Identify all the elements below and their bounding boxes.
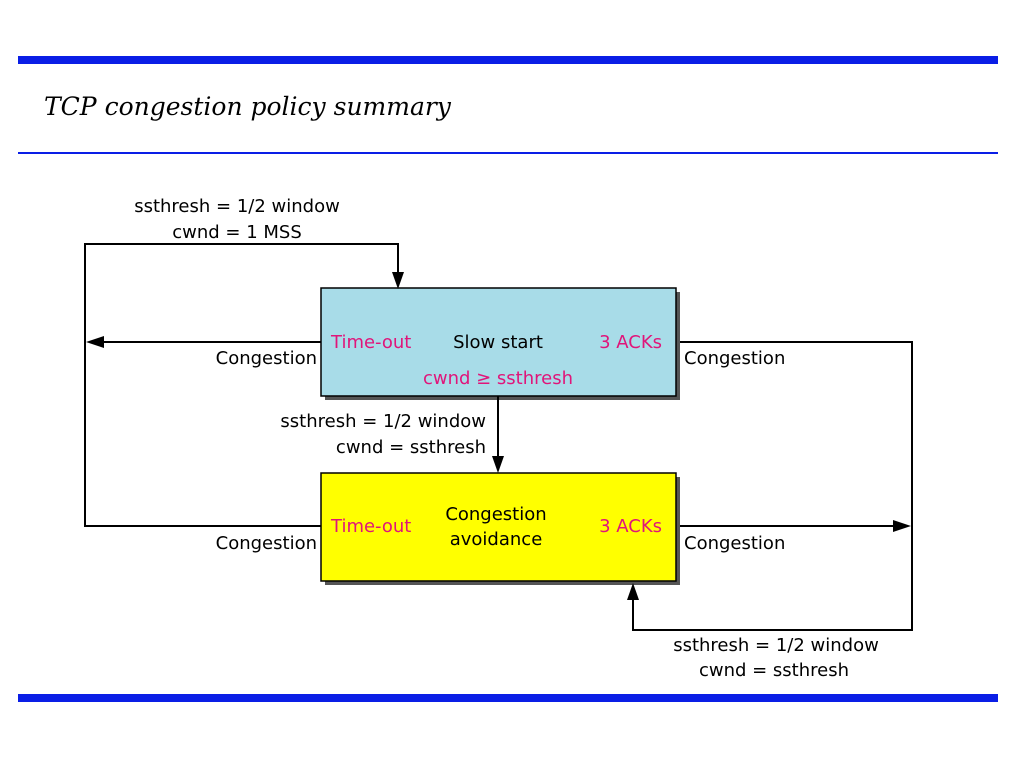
- slow-start-acks-label: 3 ACKs: [599, 332, 662, 353]
- congestion-avoidance-box: [320, 472, 677, 582]
- timeout-reset-line2: cwnd = 1 MSS: [172, 222, 302, 243]
- timeout-reset-line1: ssthresh = 1/2 window: [134, 196, 340, 217]
- slow-start-name: Slow start: [453, 332, 543, 353]
- to-avoidance-line2: cwnd = ssthresh: [336, 437, 486, 458]
- timeout-loop-arrowhead: [392, 272, 404, 289]
- avoidance-right-congestion: Congestion: [684, 533, 785, 554]
- slow-start-box: [320, 287, 677, 397]
- avoidance-acks-arrowhead: [893, 520, 911, 532]
- to-avoidance-line1: ssthresh = 1/2 window: [280, 411, 486, 432]
- slow-start-timeout-arrowhead: [86, 336, 104, 348]
- avoidance-acks-label: 3 ACKs: [599, 516, 662, 537]
- slow-start-right-congestion: Congestion: [684, 348, 785, 369]
- timeout-loop-line: [84, 243, 399, 527]
- slow-start-left-congestion: Congestion: [216, 348, 317, 369]
- avoidance-name-line1: Congestion: [445, 504, 546, 525]
- top-rule: [18, 56, 998, 64]
- slow-start-timeout-label: Time-out: [330, 332, 411, 353]
- title-underline: [18, 152, 998, 154]
- to-avoidance-arrowhead: [492, 456, 504, 473]
- avoidance-name-line2: avoidance: [450, 529, 543, 550]
- acks-reset-line2: cwnd = ssthresh: [699, 660, 849, 681]
- avoidance-timeout-label: Time-out: [330, 516, 411, 537]
- acks-loop-line: [632, 341, 913, 631]
- slow-start-condition: cwnd ≥ ssthresh: [423, 368, 573, 389]
- slide-title: TCP congestion policy summary: [44, 92, 451, 121]
- acks-reset-line1: ssthresh = 1/2 window: [673, 635, 879, 656]
- acks-loop-arrowhead: [627, 583, 639, 600]
- avoidance-left-congestion: Congestion: [216, 533, 317, 554]
- bottom-rule: [18, 694, 998, 702]
